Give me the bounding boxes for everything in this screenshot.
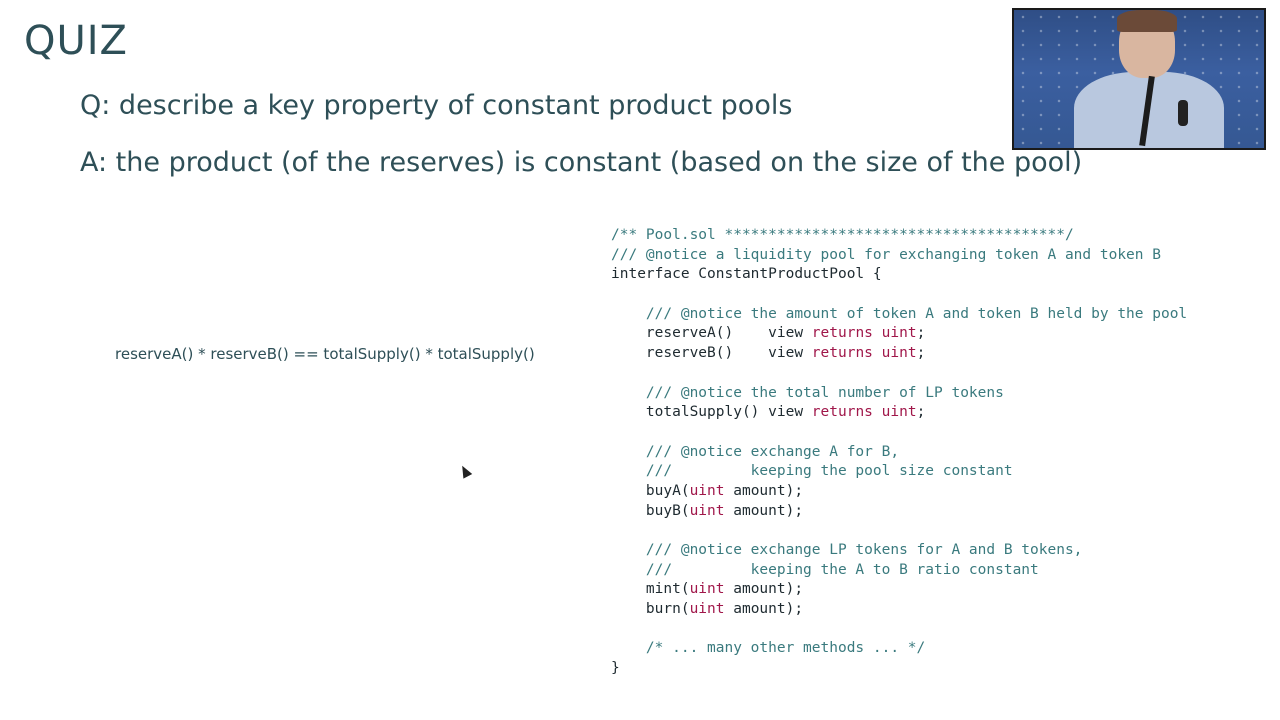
invariant-equation: reserveA() * reserveB() == totalSupply()… [115,345,535,363]
code-line: } [611,660,620,677]
speaker-hair [1117,10,1177,32]
code-line [611,521,1187,541]
code-line: /* ... many other methods ... */ [611,640,926,657]
speaker-webcam [1012,8,1266,150]
code-line: reserveB() view returns uint; [611,345,926,362]
slide-title: QUIZ [24,18,128,64]
code-line: buyA(uint amount); [611,482,804,499]
code-line: /// @notice exchange LP tokens for A and… [611,542,1083,558]
code-line [611,620,1187,640]
microphone-icon [1178,100,1188,126]
quiz-answer: A: the product (of the reserves) is cons… [80,147,1083,178]
code-line [611,364,1187,384]
code-line: /// keeping the A to B ratio constant [611,561,1039,578]
code-line: /// @notice exchange A for B, [611,443,900,460]
code-line: /// keeping the pool size constant [611,463,1013,480]
code-line: burn(uint amount); [611,601,804,618]
code-line: mint(uint amount); [611,581,804,598]
code-line: totalSupply() view returns uint; [611,404,926,421]
quiz-question: Q: describe a key property of constant p… [80,90,793,121]
code-line [611,423,1187,443]
code-line: interface ConstantProductPool { [611,266,882,283]
code-line: /// @notice a liquidity pool for exchang… [611,246,1161,263]
code-line: /// @notice the total number of LP token… [611,384,1004,401]
code-line: /// @notice the amount of token A and to… [611,305,1188,322]
code-line: buyB(uint amount); [611,502,804,519]
code-line: /** Pool.sol ***************************… [611,227,1074,243]
mouse-cursor-icon [457,463,473,479]
code-line [611,285,1187,305]
code-block: /** Pool.sol ***************************… [611,226,1187,679]
code-line: reserveA() view returns uint; [611,325,926,342]
